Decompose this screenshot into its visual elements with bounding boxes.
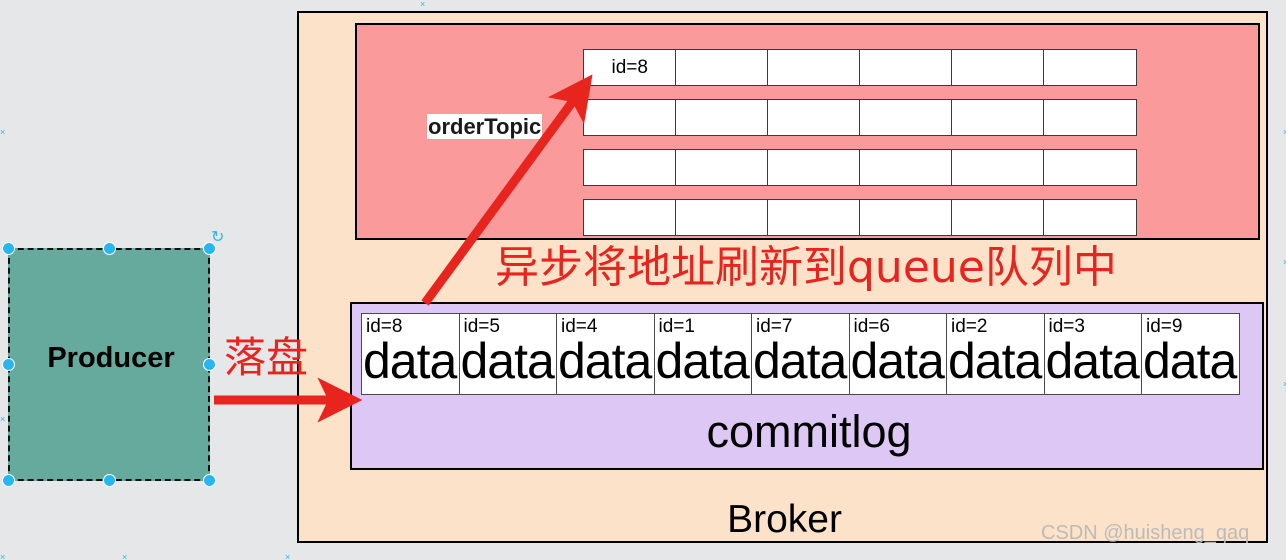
resize-handle-sw[interactable] — [2, 474, 15, 487]
resize-handle-e[interactable] — [203, 358, 216, 371]
commitlog-entry-data: data — [850, 333, 945, 389]
order-topic-label: orderTopic — [427, 114, 543, 139]
queue-cell[interactable] — [951, 199, 1045, 236]
commitlog-entry-id: id=3 — [1048, 316, 1085, 337]
commitlog-entry-id: id=5 — [463, 316, 500, 337]
commitlog-entry-id: id=1 — [658, 316, 695, 337]
persist-annotation: 落盘 — [224, 333, 309, 382]
connection-tick: × — [1283, 127, 1286, 137]
queue-cell[interactable] — [859, 149, 953, 186]
commitlog-entry-id: id=9 — [1146, 316, 1183, 337]
queue-cell[interactable] — [951, 149, 1045, 186]
commitlog-entry[interactable]: id=4 data — [556, 313, 655, 395]
queue-cell[interactable] — [675, 49, 769, 86]
commitlog-entry-data: data — [1143, 333, 1237, 389]
order-topic-container[interactable]: orderTopic id=8 — [355, 23, 1260, 240]
connection-tick: × — [0, 552, 6, 560]
rotate-icon[interactable]: ↻ — [211, 229, 225, 246]
commitlog-entry-data: data — [655, 333, 750, 389]
producer-shape[interactable]: Producer — [8, 248, 210, 481]
queue-cell[interactable] — [767, 149, 861, 186]
queue-cell[interactable] — [951, 99, 1045, 136]
commitlog-entry[interactable]: id=2 data — [946, 313, 1045, 395]
commitlog-entry-list: id=8 data id=5 data id=4 data id=1 data … — [361, 313, 1240, 395]
queue-cell[interactable] — [583, 199, 677, 236]
commitlog-entry-data: data — [1045, 333, 1140, 389]
queue-cell[interactable] — [675, 199, 769, 236]
queue-row[interactable] — [583, 199, 1137, 236]
queue-row[interactable] — [583, 99, 1137, 136]
commitlog-entry-id: id=2 — [951, 316, 988, 337]
commitlog-entry[interactable]: id=9 data — [1141, 313, 1240, 395]
connection-tick: × — [1283, 257, 1286, 267]
commitlog-entry-data: data — [948, 333, 1042, 389]
queue-cell[interactable] — [1043, 199, 1137, 236]
queue-cell[interactable] — [583, 149, 677, 186]
resize-handle-s[interactable] — [103, 474, 116, 487]
queue-cell[interactable] — [1043, 149, 1137, 186]
resize-handle-ne[interactable] — [203, 242, 216, 255]
commitlog-entry-id: id=6 — [853, 316, 890, 337]
commitlog-entry[interactable]: id=3 data — [1043, 313, 1143, 395]
queue-cell[interactable] — [675, 149, 769, 186]
resize-handle-se[interactable] — [203, 474, 216, 487]
connection-tick: × — [420, 0, 426, 9]
commitlog-entry-id: id=7 — [756, 316, 793, 337]
resize-handle-w[interactable] — [2, 358, 15, 371]
queue-row[interactable] — [583, 149, 1137, 186]
producer-label: Producer — [47, 342, 175, 374]
connection-tick: × — [0, 414, 6, 424]
queue-cell[interactable] — [1043, 99, 1137, 136]
commitlog-entry-id: id=4 — [561, 316, 598, 337]
commitlog-entry[interactable]: id=5 data — [458, 313, 558, 395]
queue-cell[interactable] — [767, 49, 861, 86]
connection-tick: × — [1283, 379, 1286, 389]
queue-row[interactable]: id=8 — [583, 49, 1137, 86]
async-flush-annotation: 异步将地址刷新到queue队列中 — [495, 242, 1117, 293]
commitlog-entry[interactable]: id=1 data — [653, 313, 753, 395]
commitlog-entry[interactable]: id=7 data — [751, 313, 850, 395]
queue-cell[interactable] — [675, 99, 769, 136]
broker-label: Broker — [727, 498, 842, 541]
commitlog-entry-id: id=8 — [366, 316, 403, 337]
queue-cell[interactable] — [583, 99, 677, 136]
queue-cell[interactable] — [767, 99, 861, 136]
connection-tick: × — [285, 552, 291, 560]
queue-cell[interactable] — [951, 49, 1045, 86]
connection-tick: × — [0, 127, 6, 137]
commitlog-container[interactable]: id=8 data id=5 data id=4 data id=1 data … — [350, 302, 1264, 470]
queue-cell[interactable] — [767, 199, 861, 236]
commitlog-entry-data: data — [460, 333, 555, 389]
queue-cell[interactable]: id=8 — [583, 49, 677, 86]
connection-tick: × — [122, 552, 128, 560]
commitlog-label: commitlog — [706, 406, 912, 457]
queue-cell[interactable] — [1043, 49, 1137, 86]
commitlog-entry-data: data — [558, 333, 652, 389]
watermark: CSDN @huisheng_qaq — [1041, 522, 1250, 544]
queue-cell[interactable] — [859, 199, 953, 236]
commitlog-entry-data: data — [753, 333, 847, 389]
commitlog-entry-data: data — [363, 333, 457, 389]
queue-cell[interactable] — [859, 49, 953, 86]
commitlog-entry[interactable]: id=6 data — [848, 313, 948, 395]
resize-handle-nw[interactable] — [2, 242, 15, 255]
resize-handle-n[interactable] — [103, 242, 116, 255]
queue-cell[interactable] — [859, 99, 953, 136]
commitlog-entry[interactable]: id=8 data — [361, 313, 460, 395]
